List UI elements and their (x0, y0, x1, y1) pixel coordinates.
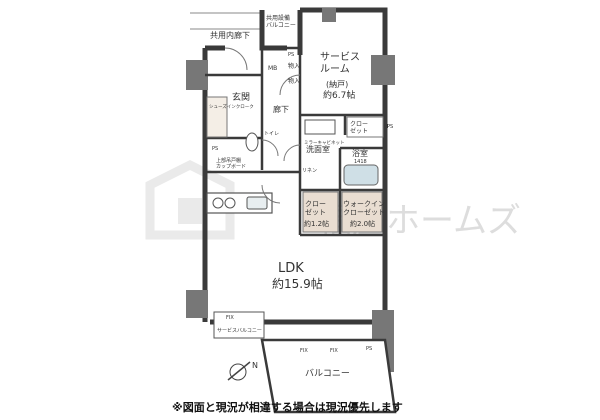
closet-fill (302, 191, 339, 233)
sr-closet-fill (346, 116, 384, 138)
common-pipe-space-label: 共用設備バルコニー (266, 14, 296, 29)
washroom-label: 洗面室 (306, 144, 330, 154)
linen-label: リネン (302, 168, 317, 174)
shoe-closet-label: シューズインクローク (209, 103, 254, 110)
closet-size-label: 約1.2帖 (304, 219, 329, 228)
walk-in-size-label: 約2.0帖 (350, 219, 375, 228)
mirror-cabinet-label: ミラーキャビネット (304, 139, 345, 146)
fix-label-1: FIX (226, 315, 234, 321)
hallway-label: 廊下 (273, 104, 289, 114)
bath-size-label: 1418 (354, 159, 367, 165)
entrance-label: 玄関 (232, 91, 250, 103)
service-room-label: サービスルーム (320, 51, 360, 75)
ps-label-1: PS (288, 52, 294, 58)
ldk-size-label: 約15.9帖 (272, 276, 323, 291)
compass: N (227, 361, 258, 381)
toilet-label: トイレ (264, 131, 279, 137)
closet-label: クローゼット (305, 200, 326, 216)
fix-label-2: FIX (300, 348, 308, 354)
ps-label-3: PS (212, 146, 218, 152)
ps-label-4: PS (366, 346, 372, 352)
storage-label-1: 物入 (288, 62, 300, 70)
walk-in-fill (341, 191, 383, 233)
service-room-size: 約6.7帖 (323, 89, 355, 101)
bathtub (343, 164, 379, 186)
sink (246, 196, 268, 210)
door-swings (224, 47, 301, 204)
storage-label-2: 物入 (288, 77, 300, 85)
interior-walls (205, 46, 385, 237)
stove-burner-1 (212, 197, 224, 209)
stove-burner-2 (224, 197, 236, 209)
mb-label: MB (268, 65, 277, 72)
toilet-fixture (245, 132, 259, 152)
wash-basin (304, 119, 336, 135)
sr-closet-label: クローゼット (350, 121, 368, 135)
walk-in-label: ウォークインクローゼット (343, 200, 385, 216)
service-balcony-area (213, 311, 265, 339)
balcony-area (260, 338, 397, 414)
counter-label: 上部吊戸棚カップボード (216, 157, 246, 170)
shoe-closet-fill (206, 96, 228, 138)
disclaimer-note: ※図面と現況が相違する場合は現況優先します (172, 401, 403, 414)
balcony-label: バルコニー (305, 368, 350, 379)
compass-n-label: N (252, 361, 258, 370)
service-balcony-label: サービスバルコニー (217, 327, 262, 334)
fix-label-3: FIX (330, 348, 338, 354)
corridor-label: 共用内廊下 (210, 30, 250, 40)
bath-label: 浴室 (352, 148, 368, 158)
ldk-label: LDK (278, 261, 304, 276)
ps-label-2: PS (387, 124, 393, 130)
service-room-note: (納戸) (326, 79, 348, 89)
